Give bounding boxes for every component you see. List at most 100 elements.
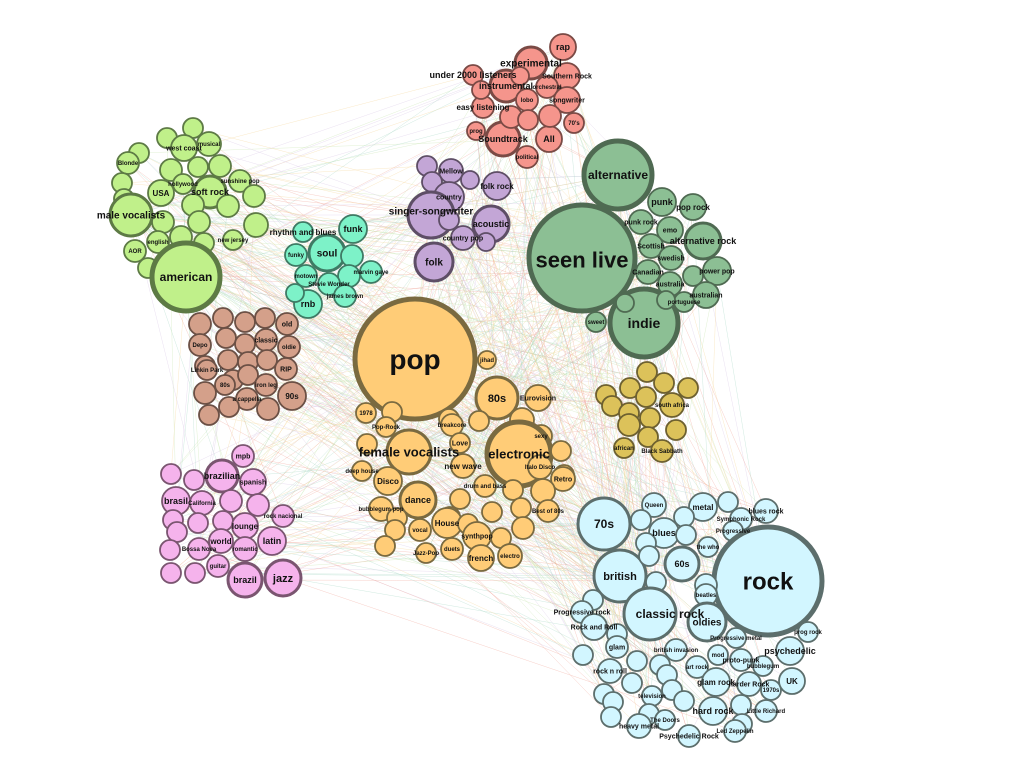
node-romantic[interactable] xyxy=(232,536,258,562)
node-world-tag[interactable] xyxy=(617,413,641,437)
node-scottish[interactable] xyxy=(638,233,664,259)
node-rock-tag[interactable] xyxy=(673,690,695,712)
node-vocal[interactable] xyxy=(408,518,432,542)
node-jazz[interactable] xyxy=(263,558,303,598)
node-pop-tag[interactable] xyxy=(510,497,532,519)
node-motown[interactable] xyxy=(294,264,318,288)
node-latin[interactable] xyxy=(257,526,287,556)
node-oldies-tag[interactable] xyxy=(198,404,220,426)
node-world-tag[interactable] xyxy=(637,426,659,448)
node-sweet[interactable] xyxy=(585,311,607,333)
node-experimental-tag[interactable] xyxy=(471,80,491,100)
node-deep-house[interactable] xyxy=(351,460,373,482)
node-disco[interactable] xyxy=(373,466,403,496)
node-folk-tag[interactable] xyxy=(476,232,496,252)
node-mod[interactable] xyxy=(707,644,729,666)
node-harder-rock[interactable] xyxy=(736,671,762,697)
node-usa[interactable] xyxy=(147,179,175,207)
node-rock-and-roll[interactable] xyxy=(580,613,608,641)
node-drum-and-bass[interactable] xyxy=(473,474,497,498)
node-rock-tag[interactable] xyxy=(621,672,643,694)
node-classic-rock[interactable] xyxy=(622,586,678,642)
node-duets[interactable] xyxy=(440,537,464,561)
node-world-tag[interactable] xyxy=(677,377,699,399)
node-alternative-rock[interactable] xyxy=(683,221,723,261)
node-pop-tag[interactable] xyxy=(356,433,378,455)
node-mpb[interactable] xyxy=(231,444,255,468)
node-oldies-tag[interactable] xyxy=(234,333,256,355)
node-bossa-nova[interactable] xyxy=(187,537,211,561)
node-oldies-tag[interactable] xyxy=(217,349,239,371)
node-oldies-tag[interactable] xyxy=(188,312,212,336)
node-australian[interactable] xyxy=(692,281,720,309)
node-brazil-tag[interactable] xyxy=(183,469,205,491)
node-sixties[interactable] xyxy=(663,545,701,583)
node-psychedelic-rock[interactable] xyxy=(677,724,701,748)
node-oldies[interactable] xyxy=(686,601,728,643)
node-experimental-tag[interactable] xyxy=(510,66,530,86)
node-blues-rock[interactable] xyxy=(753,498,779,524)
node-world[interactable] xyxy=(208,528,234,554)
node-new-jersey[interactable] xyxy=(222,229,244,251)
node-folk-tag[interactable] xyxy=(460,170,480,190)
node-rhythm-and-blues[interactable] xyxy=(292,221,314,243)
node-psychedelic[interactable] xyxy=(775,636,805,666)
node-glam[interactable] xyxy=(605,635,629,659)
node-folk[interactable] xyxy=(413,241,455,283)
node-seen-live[interactable] xyxy=(526,202,638,314)
node-country-pop[interactable] xyxy=(450,225,476,251)
node-oldies-tag[interactable] xyxy=(212,307,234,329)
node-pop-rock-small[interactable] xyxy=(375,416,397,438)
node-indie-tag[interactable] xyxy=(615,293,635,313)
node-prog[interactable] xyxy=(466,121,486,141)
node-british-invasion[interactable] xyxy=(664,638,688,662)
node-songwriter[interactable] xyxy=(553,86,581,114)
node-pop-tag[interactable] xyxy=(384,519,406,541)
node-old[interactable] xyxy=(275,312,299,336)
node-oldies-tag[interactable] xyxy=(218,396,240,418)
node-oldies-tag[interactable] xyxy=(234,311,256,333)
node-brazil-tag[interactable] xyxy=(219,489,243,513)
node-world-tag[interactable] xyxy=(636,361,658,383)
node-canadian[interactable] xyxy=(635,259,661,285)
node-rock-tag[interactable] xyxy=(626,650,648,672)
node-world-tag[interactable] xyxy=(635,386,657,408)
node-led-zeppelin[interactable] xyxy=(723,719,747,743)
node-rock-tag[interactable] xyxy=(572,644,594,666)
node-oldies-tag[interactable] xyxy=(256,349,278,371)
node-aor[interactable] xyxy=(123,239,147,263)
node-proto-punk[interactable] xyxy=(729,648,753,672)
node-world-tag[interactable] xyxy=(653,372,675,394)
node-emo[interactable] xyxy=(656,216,684,244)
node-brazil[interactable] xyxy=(226,561,264,599)
node-english[interactable] xyxy=(146,230,170,254)
node-eighties-small[interactable] xyxy=(214,374,236,396)
node-orchestral[interactable] xyxy=(535,75,559,99)
node-pop-tag[interactable] xyxy=(530,478,556,504)
node-pop[interactable] xyxy=(352,296,478,422)
node-american-tag[interactable] xyxy=(216,194,240,218)
node-art-rock[interactable] xyxy=(685,655,709,679)
node-nineteen70s[interactable] xyxy=(760,679,782,701)
node-little-richard[interactable] xyxy=(754,699,778,723)
node-sunshine-pop[interactable] xyxy=(228,169,252,193)
node-pop-tag[interactable] xyxy=(449,488,471,510)
node-funk[interactable] xyxy=(338,214,368,244)
node-electro[interactable] xyxy=(497,543,523,569)
node-brazil-tag[interactable] xyxy=(160,562,182,584)
node-indie-tag[interactable] xyxy=(656,290,676,310)
node-female-vocalists[interactable] xyxy=(385,428,433,476)
node-stevie-wonder[interactable] xyxy=(317,272,341,296)
node-american-tag[interactable] xyxy=(187,156,209,178)
node-metal[interactable] xyxy=(688,492,718,522)
node-brazil-tag[interactable] xyxy=(159,539,181,561)
node-power-pop[interactable] xyxy=(702,256,732,286)
node-funky[interactable] xyxy=(284,243,308,267)
node-eighties[interactable] xyxy=(474,375,520,421)
node-south-africa[interactable] xyxy=(659,392,685,418)
node-the-who[interactable] xyxy=(697,536,719,558)
node-depo[interactable] xyxy=(188,333,212,357)
node-nineties[interactable] xyxy=(277,381,307,411)
node-male-vocalists[interactable] xyxy=(108,192,154,238)
node-pop-tag[interactable] xyxy=(502,479,524,501)
